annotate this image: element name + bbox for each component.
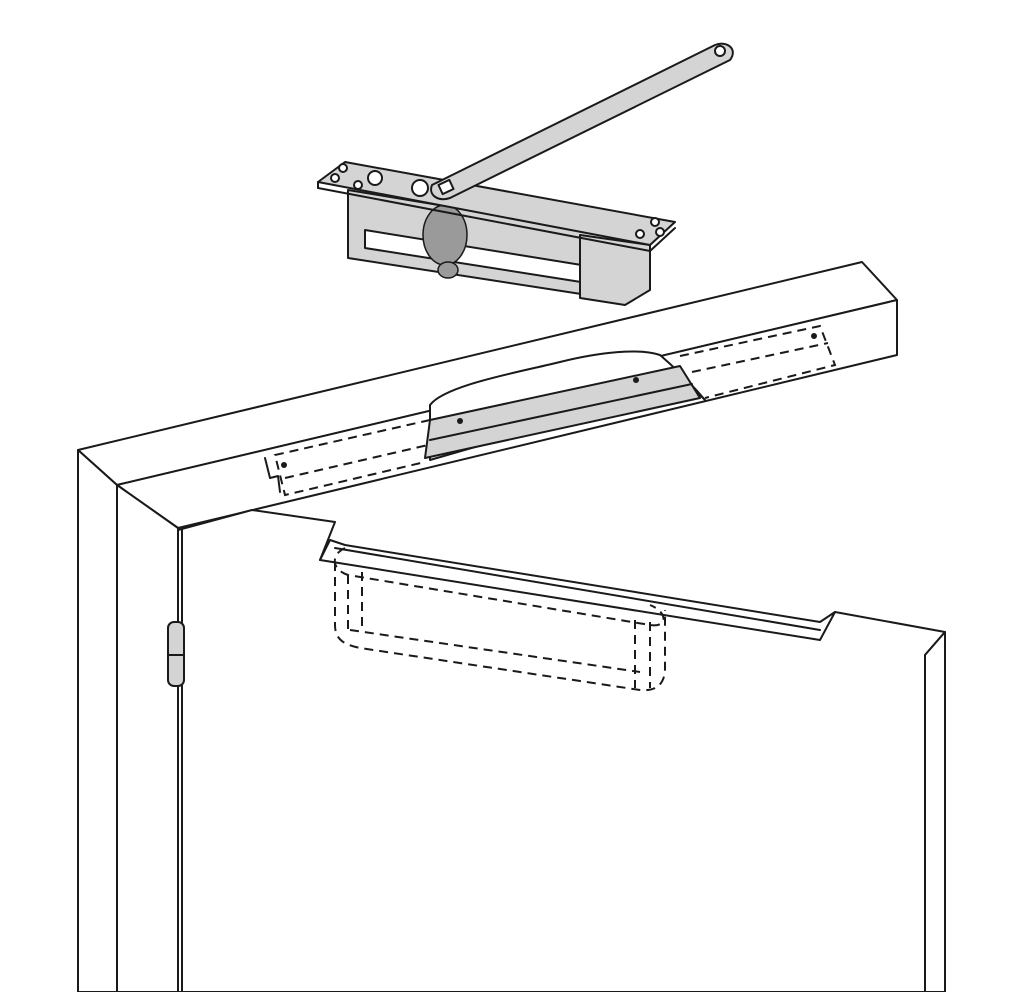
track-end-stop	[264, 457, 281, 493]
door-top-edge	[319, 539, 836, 623]
door-top-line	[334, 547, 821, 631]
closer-faceplate	[317, 161, 676, 246]
screw-hole	[353, 180, 363, 190]
screw-hole	[338, 163, 348, 173]
arm-end-hole	[714, 45, 726, 57]
jamb-side-face	[77, 449, 118, 992]
arm-spindle-square	[437, 178, 455, 196]
track-screw	[457, 418, 463, 424]
door-frame-jamb	[77, 449, 179, 992]
closer-valve	[437, 261, 459, 279]
hidden-line	[284, 444, 429, 479]
closer-spindle	[422, 204, 468, 266]
screw-hole	[650, 217, 660, 227]
closer-pocket-body	[334, 562, 666, 692]
hidden-line	[349, 629, 641, 673]
door-closer-unit	[317, 42, 734, 306]
track-edge	[429, 383, 693, 441]
track-screw	[633, 377, 639, 383]
screw-hole	[655, 227, 665, 237]
screw-hole	[635, 229, 645, 239]
hidden-track-left	[273, 419, 431, 497]
hidden-line	[691, 342, 829, 373]
track-screw	[811, 333, 817, 339]
closer-arm	[430, 42, 734, 201]
door-edge	[924, 631, 946, 992]
plate-edge	[317, 187, 676, 252]
door-frame-header	[77, 261, 898, 529]
screw-hole	[367, 170, 383, 186]
screw-hole	[330, 173, 340, 183]
jamb-front-face	[116, 484, 179, 992]
closer-pocket-top	[333, 547, 665, 627]
door-face	[177, 509, 946, 992]
door-leaf	[167, 509, 946, 992]
track-screw	[281, 462, 287, 468]
closer-end-block	[579, 234, 651, 306]
arm-pivot	[411, 179, 429, 197]
